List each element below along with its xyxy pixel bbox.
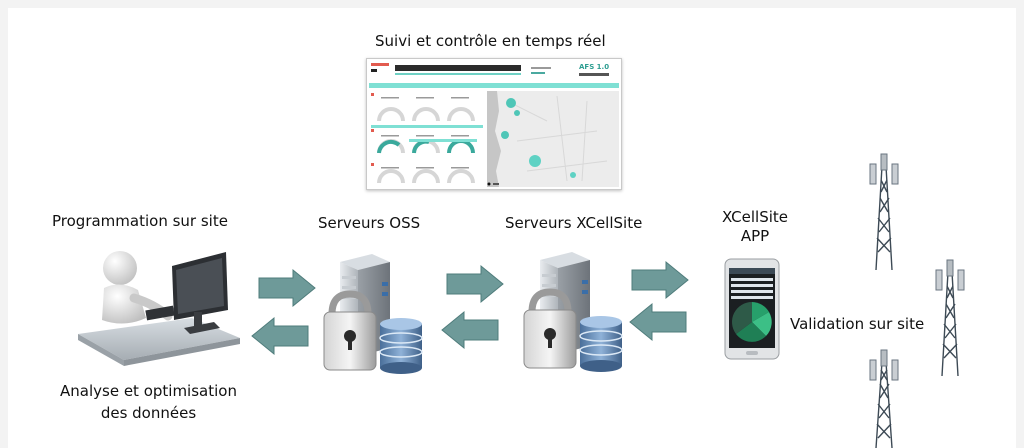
- arrow-left-from-oss: [251, 316, 309, 356]
- person-computer-icon: [78, 251, 240, 366]
- oss-server-icon: [323, 254, 423, 374]
- label-analyse-line2: des données: [100, 404, 197, 422]
- dashboard-legend-mark: [371, 69, 377, 72]
- dashboard-header-stripe: [369, 83, 619, 88]
- label-serveurs-oss: Serveurs OSS: [318, 214, 421, 232]
- dashboard-progress-bar: [395, 73, 521, 75]
- label-xcellsite-app-line1: XCellSite: [722, 208, 789, 226]
- dashboard-gauges: [371, 93, 483, 184]
- label-xcellsite-app-line2: APP: [740, 227, 770, 245]
- cell-tower-icon: [935, 259, 965, 377]
- dashboard-brand-sub: [579, 73, 609, 76]
- arrow-right-to-app: [631, 260, 689, 300]
- dashboard-brand: AFS 1.0: [579, 63, 610, 71]
- label-xcellsite-app: XCellSite APP: [722, 208, 788, 246]
- label-validation: Validation sur site: [790, 315, 925, 333]
- label-serveurs-xcellsite: Serveurs XCellSite: [505, 214, 643, 232]
- cell-tower-icon: [869, 153, 899, 271]
- label-programmation: Programmation sur site: [52, 212, 228, 230]
- arrow-right-to-oss: [258, 268, 316, 308]
- smartphone-app-icon: [724, 258, 780, 360]
- dashboard-screenshot: AFS 1.0: [366, 58, 622, 190]
- arrow-left-from-xcellsite: [441, 310, 499, 350]
- arrow-left-from-app: [629, 302, 687, 342]
- xcellsite-server-icon: [523, 252, 623, 372]
- label-analyse: Analyse et optimisation des données: [60, 380, 237, 424]
- cell-tower-icon: [869, 349, 899, 448]
- dashboard-title: Suivi et contrôle en temps réel: [375, 32, 606, 50]
- dashboard-map: [487, 91, 619, 187]
- arrow-right-to-xcellsite: [446, 264, 504, 304]
- label-analyse-line1: Analyse et optimisation: [60, 382, 237, 400]
- dashboard-red-tag: [371, 63, 389, 66]
- dashboard-top-bar: [395, 65, 521, 71]
